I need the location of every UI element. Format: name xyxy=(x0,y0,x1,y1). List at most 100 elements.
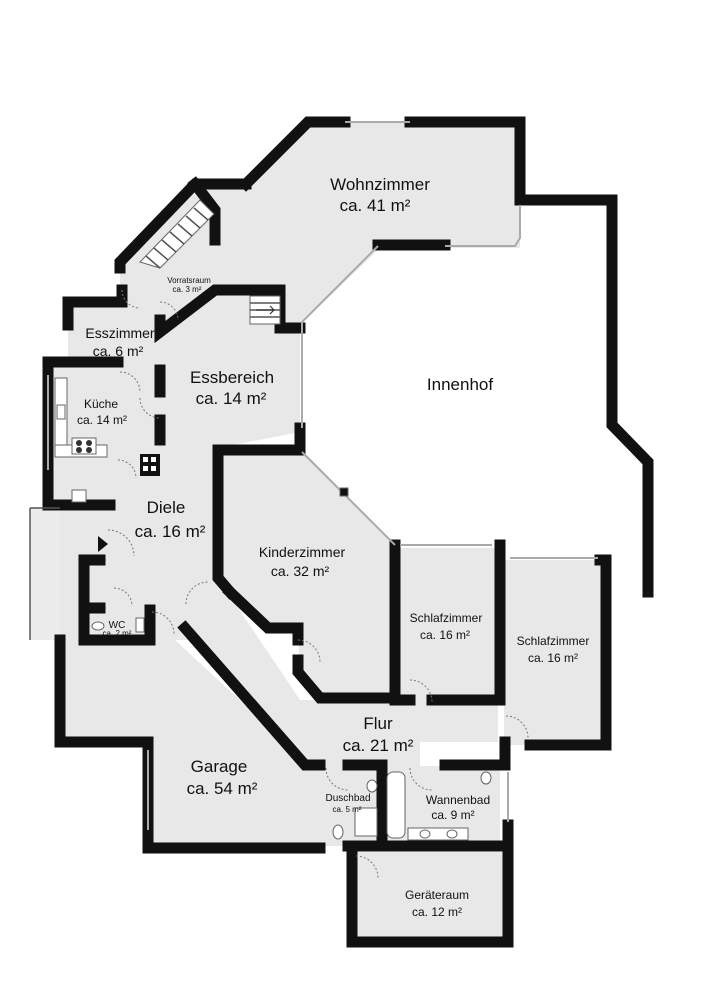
doors xyxy=(107,289,529,879)
shower-tray xyxy=(354,807,378,837)
basin-icon xyxy=(366,779,378,793)
door-wannenbad xyxy=(409,767,433,791)
label-flur-name: Flur xyxy=(363,714,393,733)
stair-step xyxy=(153,247,169,261)
wall-geraeteraum xyxy=(346,846,514,948)
label-schlafzimmer2-name: Schlafzimmer xyxy=(517,634,590,648)
glass-innenhof-west xyxy=(301,245,379,428)
door-entry xyxy=(107,529,135,557)
stair-step xyxy=(161,239,177,253)
wall-kinderzimmer-south xyxy=(222,584,304,646)
door-duschbad xyxy=(325,767,349,791)
basin-icon xyxy=(446,829,458,839)
label-vorratsraum-area: ca. 3 m² xyxy=(173,285,202,294)
stair-step xyxy=(193,207,209,221)
label-diele-name: Diele xyxy=(147,498,186,517)
door-geraeteraum xyxy=(355,855,379,879)
wall-wohnzimmer-top-right xyxy=(404,116,654,598)
stair-arrow-icon xyxy=(256,305,275,315)
label-kinderzimmer-area: ca. 32 m² xyxy=(271,563,330,579)
floor-schlafzimmer-1 xyxy=(395,548,500,703)
door-kueche xyxy=(139,397,161,419)
label-esszimmer-area: ca. 6 m² xyxy=(93,343,144,359)
floor-entrance-porch xyxy=(30,508,60,640)
door-diele xyxy=(117,459,137,479)
label-garage-area: ca. 54 m² xyxy=(187,779,258,798)
toilet-icon xyxy=(480,771,492,785)
wall-vorrat-essbereich xyxy=(154,284,276,344)
room-floors xyxy=(30,122,606,942)
stair-step xyxy=(177,223,193,237)
toilet-icon xyxy=(332,824,344,840)
label-essbereich-area: ca. 14 m² xyxy=(196,389,267,408)
wall-wohnzimmer-top xyxy=(238,116,351,192)
fixtures xyxy=(54,377,492,841)
hob-icon xyxy=(71,437,97,455)
wall-garage-left xyxy=(54,634,326,854)
door-schlaf1 xyxy=(409,679,433,703)
label-duschbad-name: Duschbad xyxy=(325,793,370,804)
label-wohnzimmer-area: ca. 41 m² xyxy=(340,196,411,215)
label-vorratsraum-name: Vorratsraum xyxy=(167,276,211,285)
wall-wc xyxy=(78,602,156,646)
pillar xyxy=(339,487,349,497)
label-essbereich-name: Essbereich xyxy=(190,368,274,387)
floor-kinderzimmer xyxy=(218,448,395,700)
basin-icon xyxy=(135,617,145,633)
label-wannenbad-area: ca. 9 m² xyxy=(431,808,474,822)
door-kinder-flur xyxy=(297,639,321,663)
label-geraeteraum-name: Geräteraum xyxy=(405,888,469,902)
wall-essbereich-east xyxy=(212,422,306,600)
label-kueche-name: Küche xyxy=(84,397,118,411)
door-kinderzimmer xyxy=(185,581,209,605)
door-kueche-top xyxy=(119,371,141,393)
label-geraeteraum-area: ca. 12 m² xyxy=(412,905,462,919)
floor-garage xyxy=(60,640,320,848)
door-schlaf2 xyxy=(505,715,529,739)
wall-garage-diagonal xyxy=(177,620,326,771)
sink xyxy=(56,404,66,420)
glass-innenhof-north xyxy=(445,205,521,247)
wall-bath-south xyxy=(342,819,514,852)
wall-esszimmer xyxy=(62,284,128,331)
basin-icon xyxy=(419,829,431,839)
label-schlafzimmer2-area: ca. 16 m² xyxy=(528,651,578,665)
label-kueche-area: ca. 14 m² xyxy=(77,413,127,427)
fridge xyxy=(71,489,87,503)
door-wc xyxy=(113,587,133,607)
wall-flur-south2 xyxy=(439,736,511,771)
thin-elements xyxy=(29,121,598,830)
label-wc-name: WC xyxy=(109,620,126,631)
double-basin-icon xyxy=(407,827,469,841)
wall-schlaf2-east xyxy=(524,554,612,751)
entrance-marker-icon xyxy=(98,536,108,552)
wall-kinder-schlaf xyxy=(389,539,416,706)
label-diele-area: ca. 16 m² xyxy=(135,522,206,541)
door-garage xyxy=(151,611,175,635)
label-flur-area: ca. 21 m² xyxy=(343,736,414,755)
chimney-icon xyxy=(140,454,160,476)
label-schlafzimmer1-area: ca. 16 m² xyxy=(420,628,470,642)
label-garage-name: Garage xyxy=(191,757,248,776)
wall-stair-inner xyxy=(187,176,221,246)
label-innenhof: Innenhof xyxy=(427,375,493,394)
stair-step xyxy=(169,231,185,245)
wall-stair xyxy=(114,178,252,274)
stair-step xyxy=(145,255,161,269)
toilet-icon xyxy=(91,621,105,631)
door-vorrat xyxy=(159,301,179,321)
glass-innenhof-diagonal xyxy=(301,451,396,546)
label-wc-area: ca. 2 m² xyxy=(103,629,132,638)
staircase xyxy=(139,199,281,325)
label-duschbad-area: ca. 5 m² xyxy=(333,805,362,814)
door-esszimmer xyxy=(121,289,141,309)
label-kinderzimmer-name: Kinderzimmer xyxy=(259,544,346,560)
wall-flur-north xyxy=(292,654,401,704)
floor-schlafzimmer-2 xyxy=(504,560,606,745)
label-wannenbad-name: Wannenbad xyxy=(426,793,490,807)
bathtub-icon xyxy=(386,771,406,839)
wall-diele-left xyxy=(78,554,106,614)
label-wohnzimmer-name: Wohnzimmer xyxy=(330,175,430,194)
floor-geraeteraum xyxy=(352,852,504,942)
label-schlafzimmer1-name: Schlafzimmer xyxy=(410,611,483,625)
